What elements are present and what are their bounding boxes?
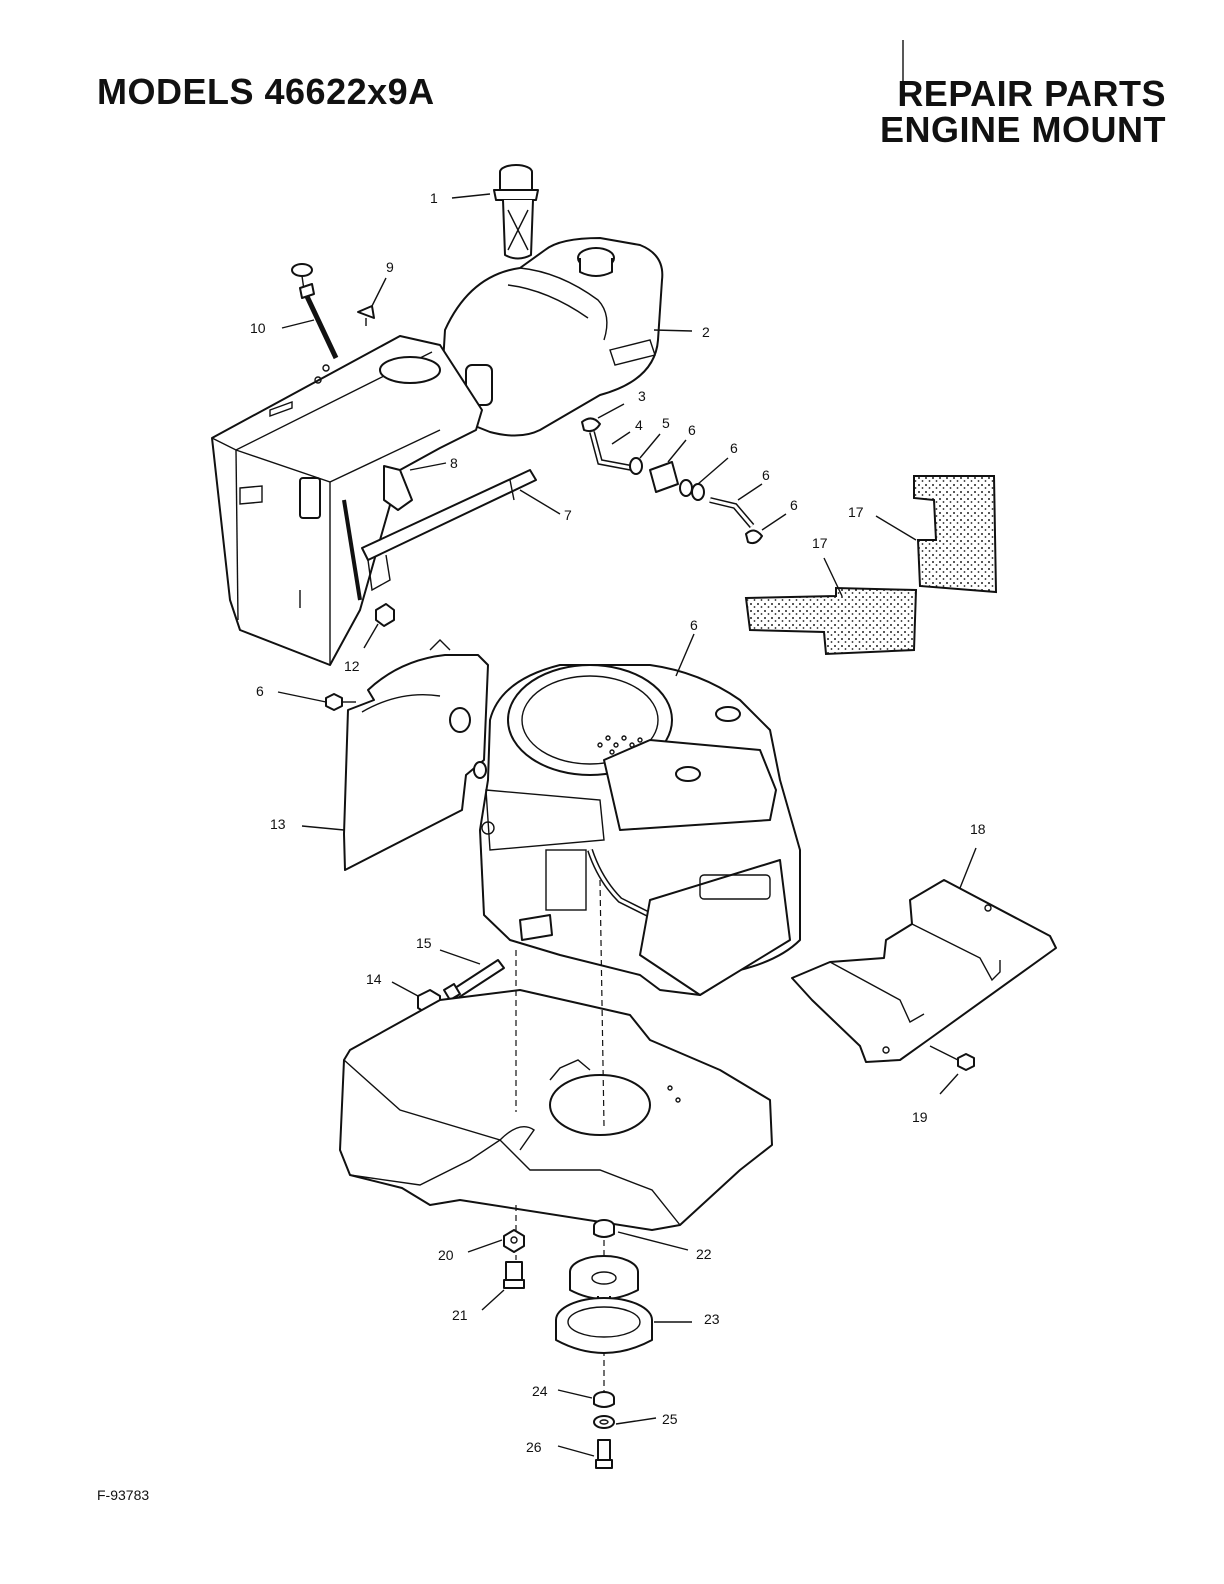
callout-17-rear: 17	[848, 504, 864, 520]
bolt-26	[595, 1439, 613, 1469]
callout-6-hose: 6	[762, 467, 770, 483]
callout-5: 5	[662, 415, 670, 431]
callout-8: 8	[450, 455, 458, 471]
callout-3: 3	[638, 388, 646, 404]
callout-1: 1	[430, 190, 438, 206]
mower-deck-frame	[339, 989, 773, 1231]
bolt-6-left	[325, 693, 356, 711]
pulley-23	[555, 1255, 653, 1354]
page-title-line-1: REPAIR PARTS	[897, 73, 1166, 114]
callout-9: 9	[386, 259, 394, 275]
callout-labels: 1 2 3 4 5 6 6 6 6 6 6 7 8 9 10 12 13 14 …	[250, 190, 986, 1455]
callout-13: 13	[270, 816, 286, 832]
callout-15: 15	[416, 935, 432, 951]
callout-6-filter-clamp: 6	[730, 440, 738, 456]
page-title: REPAIR PARTS ENGINE MOUNT	[880, 76, 1166, 148]
bolt-19	[929, 1045, 975, 1071]
fuel-line-assembly	[581, 417, 763, 545]
shield-plate	[343, 639, 489, 871]
nut-20	[503, 1229, 525, 1253]
callout-22: 22	[696, 1246, 712, 1262]
figure-number: F-93783	[97, 1487, 150, 1503]
washer-25	[593, 1415, 615, 1429]
callout-6-plate-bolt: 6	[256, 683, 264, 699]
washer-24	[593, 1391, 615, 1408]
callout-26: 26	[526, 1439, 542, 1455]
engine	[473, 664, 801, 996]
callout-19: 19	[912, 1109, 928, 1125]
callout-17-front: 17	[812, 535, 828, 551]
callout-7: 7	[564, 507, 572, 523]
page-title-line-2: ENGINE MOUNT	[879, 109, 1166, 150]
nut-12	[375, 603, 395, 627]
callout-leaders	[277, 193, 977, 1457]
callout-6-fuel-clamp: 6	[688, 422, 696, 438]
callout-12: 12	[344, 658, 360, 674]
callout-18: 18	[970, 821, 986, 837]
throttle-control	[291, 263, 339, 360]
screw-9	[357, 305, 375, 326]
fuel-tank	[440, 237, 664, 437]
callout-6-engine: 6	[690, 617, 698, 633]
callout-4: 4	[635, 417, 643, 433]
callout-10: 10	[250, 320, 266, 336]
foam-pads	[744, 475, 998, 656]
callout-24: 24	[532, 1383, 548, 1399]
callout-14: 14	[366, 971, 382, 987]
callout-20: 20	[438, 1247, 454, 1263]
heat-shield-bracket	[791, 879, 1057, 1063]
callout-23: 23	[704, 1311, 720, 1327]
callout-25: 25	[662, 1411, 678, 1427]
callout-6-end-clamp: 6	[790, 497, 798, 513]
bolt-15	[443, 959, 505, 1001]
channel-bracket	[361, 469, 537, 592]
spacer-22	[593, 1219, 615, 1238]
dash-panel	[211, 335, 483, 666]
fuel-cap	[493, 164, 539, 260]
callout-21: 21	[452, 1307, 468, 1323]
model-title: MODELS 46622x9A	[97, 71, 435, 112]
bolt-21	[503, 1261, 525, 1289]
callout-2: 2	[702, 324, 710, 340]
